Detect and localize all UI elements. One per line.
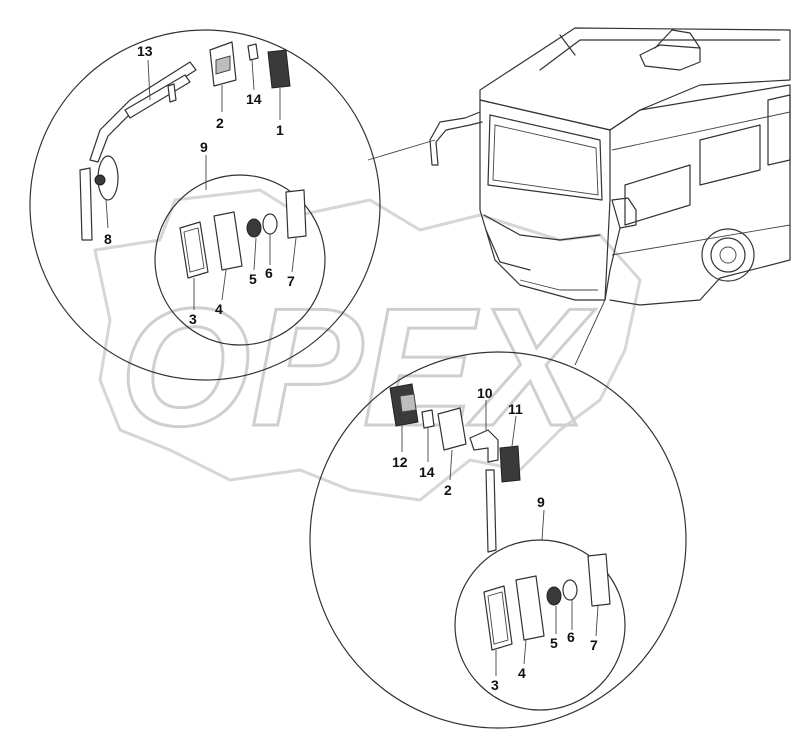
leader-lower	[574, 299, 606, 366]
detail-lower	[309, 351, 687, 729]
callout-label: 6	[265, 265, 273, 281]
callout-label: 7	[287, 273, 295, 289]
callout-label: 3	[189, 311, 197, 327]
detail-upper	[29, 29, 381, 381]
watermark-text: OPEX	[120, 273, 596, 461]
callout-label: 13	[137, 43, 153, 59]
callout-label: 3	[491, 677, 499, 693]
callout-label: 9	[200, 139, 208, 155]
callouts-lower: 10 11 12 14 2 9 3 4 5 6 7	[392, 385, 598, 693]
watermark-logo: OPEX	[93, 188, 642, 502]
callout-label: 6	[567, 629, 575, 645]
leaders-lower	[401, 400, 599, 676]
leaders-upper	[105, 59, 297, 310]
callout-label: 11	[508, 401, 523, 417]
leader-upper	[367, 139, 436, 161]
callout-label: 5	[249, 271, 257, 287]
callout-label: 10	[477, 385, 493, 401]
callout-label: 14	[419, 464, 435, 480]
callout-label: 8	[104, 231, 112, 247]
callout-label: 7	[590, 637, 598, 653]
callout-label: 2	[216, 115, 224, 131]
callout-label: 5	[550, 635, 558, 651]
callout-label: 2	[444, 482, 452, 498]
bus-illustration	[429, 27, 791, 306]
callout-label: 1	[276, 122, 284, 138]
callout-label: 12	[392, 454, 408, 470]
callouts-upper: 13 2 14 1 9 8 3 4 5 6 7	[104, 43, 295, 327]
callout-label: 9	[537, 494, 545, 510]
callout-label: 4	[518, 665, 526, 681]
callout-label: 14	[246, 91, 262, 107]
callout-label: 4	[215, 301, 223, 317]
